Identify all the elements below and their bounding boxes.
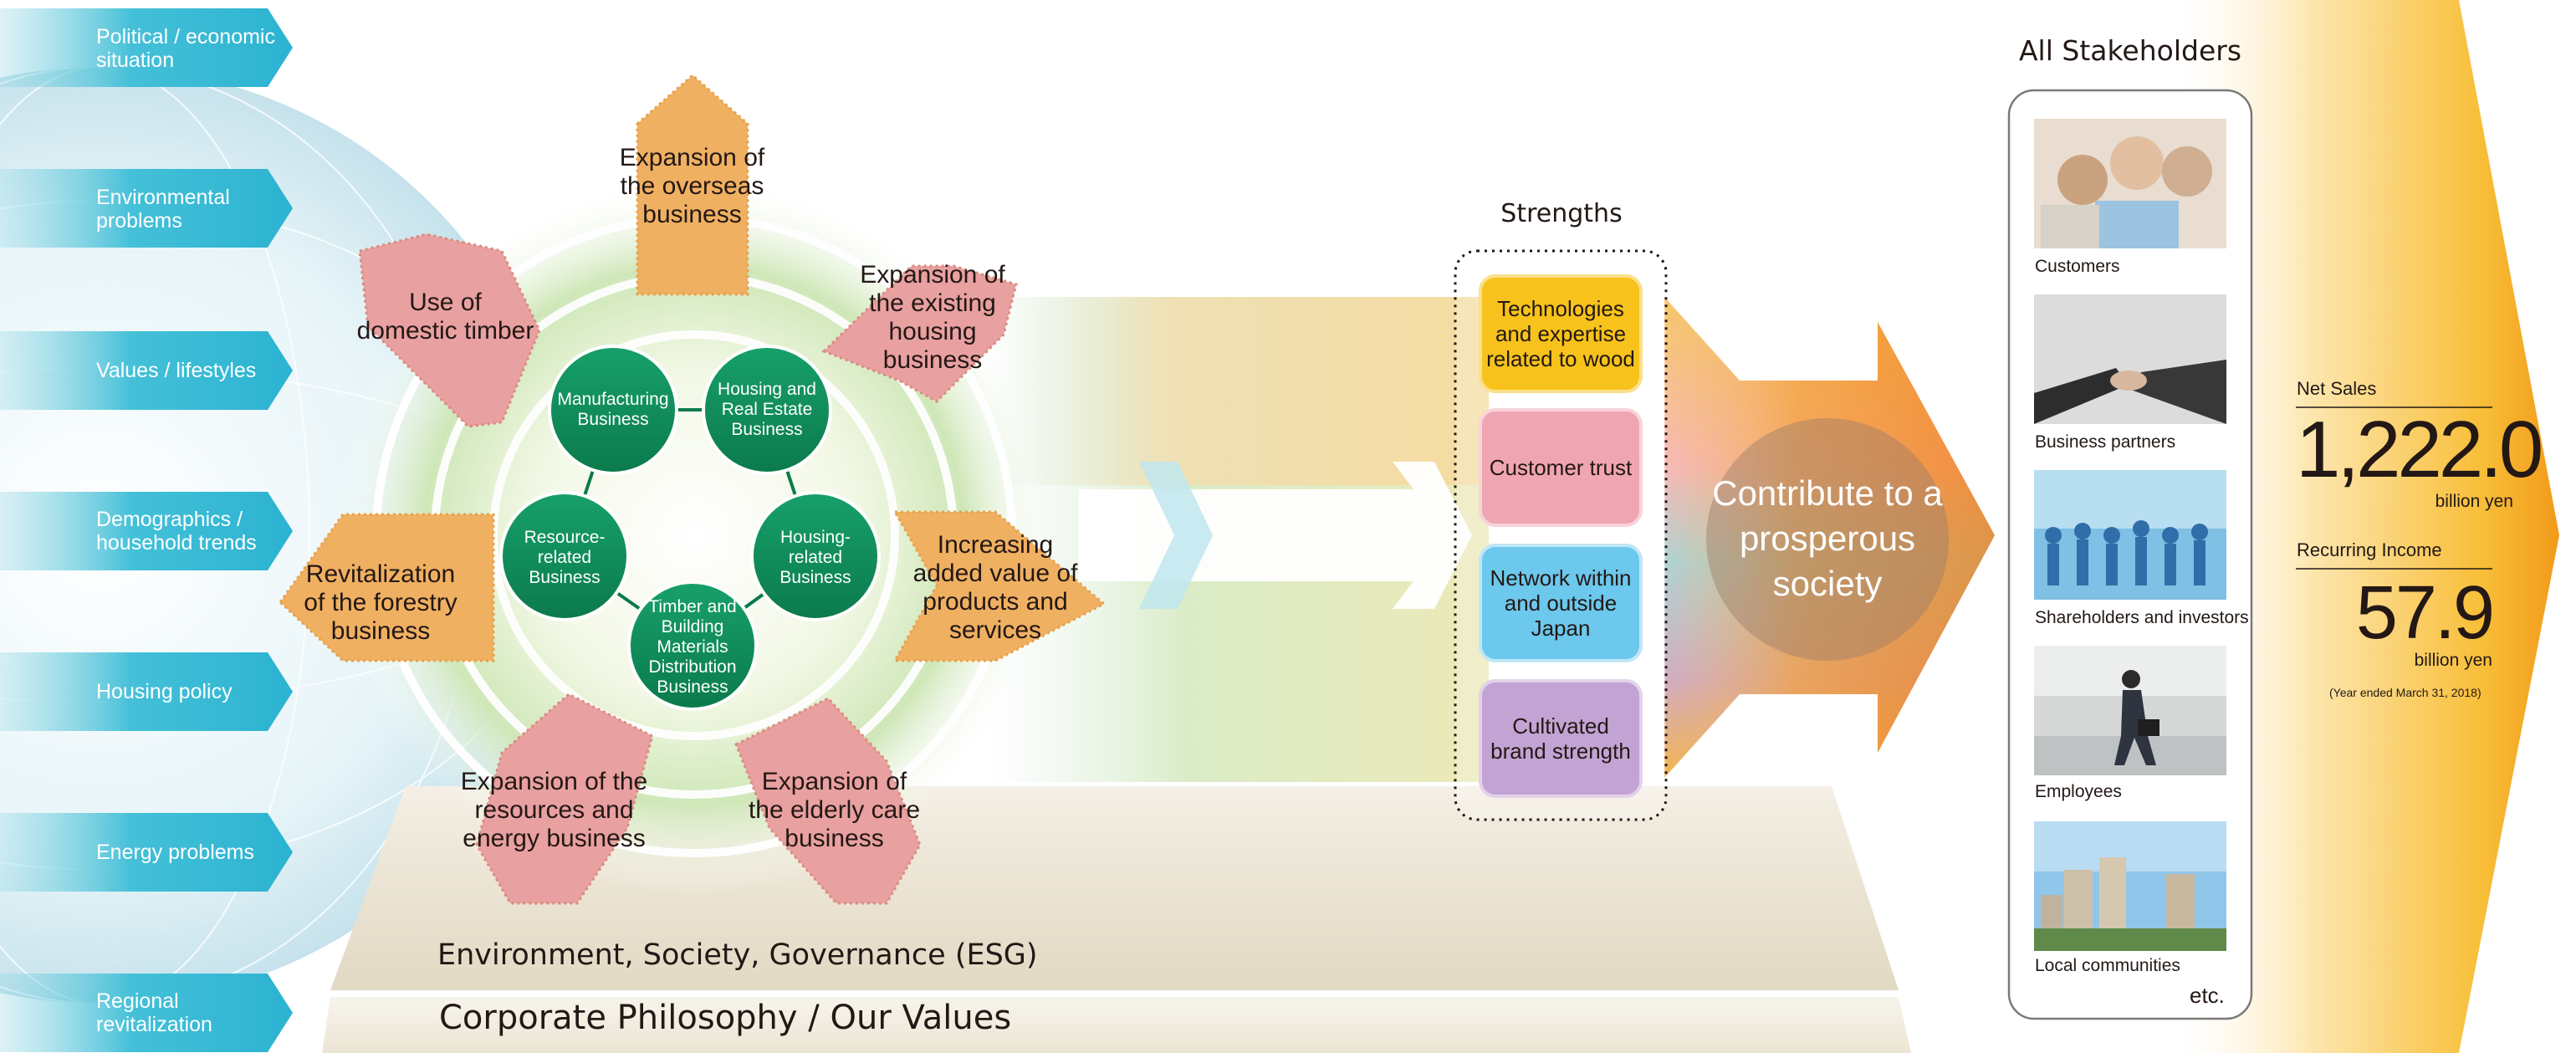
net-sales-unit: billion yen <box>2435 492 2513 511</box>
growth-existing-housing-label: Expansion of the existing housing busine… <box>860 261 1005 374</box>
stakeholder-photos <box>2034 119 2226 951</box>
stakeholder-shareholders-label: Shareholders and investors <box>2035 608 2249 627</box>
philosophy-label: Corporate Philosophy / Our Values <box>439 999 1012 1037</box>
arrow-added-value <box>892 510 1107 662</box>
strength-customer-trust-label: Customer trust <box>1489 455 1633 480</box>
business-housing-real-estate-label: Housing and Real Estate Business <box>718 380 816 439</box>
factor-environmental-label: Environmental problems <box>96 186 230 233</box>
business-manufacturing-label: Manufacturing Business <box>557 390 669 429</box>
arrow-elderly-care <box>734 697 922 905</box>
banner-environmental <box>0 169 293 248</box>
circle-timber <box>627 580 758 711</box>
photo-employees <box>2034 646 2226 775</box>
business-circles <box>499 345 881 711</box>
arrow-resources-energy <box>475 693 654 905</box>
flow-band-top <box>987 297 1489 485</box>
strength-box-technologies <box>1479 274 1643 393</box>
business-housing-related-label: Housing-related Business <box>779 528 851 587</box>
stakeholder-customers-label: Customers <box>2035 257 2120 276</box>
strength-boxes <box>1479 274 1643 798</box>
circle-housing-real-estate <box>702 345 832 475</box>
business-resource-related-label: Resource-related Business <box>524 528 606 587</box>
photo-customers <box>2034 119 2226 248</box>
photo-business-partners <box>2034 294 2226 424</box>
esg-label: Environment, Society, Governance (ESG) <box>437 938 1038 972</box>
factor-values-label: Values / lifestyles <box>96 359 257 382</box>
recurring-income-unit: billion yen <box>2414 651 2492 670</box>
growth-arrows <box>279 74 1107 905</box>
growth-overseas-label: Expansion of the overseas business <box>619 144 765 228</box>
growth-domestic-timber-label: Use of domestic timber <box>356 289 534 345</box>
results-band <box>2175 0 2559 1053</box>
net-sales-value: 1,222.0 <box>2296 405 2543 494</box>
recurring-income-label: Recurring Income <box>2297 539 2442 560</box>
photo-shareholders <box>2034 470 2226 600</box>
factor-regional-label: Regional revitalization <box>96 989 212 1036</box>
stakeholders-etc: etc. <box>2190 983 2225 1008</box>
growth-added-value-label: Increasing added value of products and s… <box>912 531 1078 644</box>
banner-demographics <box>0 492 293 570</box>
fiscal-year-note: (Year ended March 31, 2018) <box>2329 686 2481 699</box>
strength-network-label: Network within and outside Japan <box>1490 565 1632 641</box>
strength-technologies-label: Technologies and expertise related to wo… <box>1486 296 1635 371</box>
arrow-forestry <box>279 513 495 662</box>
stakeholder-business-partners-label: Business partners <box>2035 432 2176 452</box>
strengths-title: Strengths <box>1500 199 1623 228</box>
left-banners <box>0 8 293 1052</box>
factor-energy-label: Energy problems <box>96 841 254 864</box>
banner-political <box>0 8 293 87</box>
banner-energy <box>0 813 293 892</box>
contribute-arrow <box>1664 297 1995 778</box>
circle-manufacturing <box>548 345 678 475</box>
factor-demographics-label: Demographics / household trends <box>96 508 257 555</box>
banner-regional <box>0 974 293 1052</box>
net-sales-label: Net Sales <box>2297 378 2377 399</box>
growth-elderly-care-label: Expansion of the elderly care business <box>748 768 921 852</box>
circle-housing-related <box>750 491 881 621</box>
stakeholders-title: All Stakeholders <box>2018 34 2242 67</box>
growth-resources-energy-label: Expansion of the resources and energy bu… <box>460 768 648 852</box>
recurring-income-value: 57.9 <box>2355 571 2495 655</box>
goal-label: Contribute to a prosperous society <box>1712 473 1943 603</box>
strength-brand-label: Cultivated brand strength <box>1490 713 1631 764</box>
factor-political-label: Political / economic situation <box>96 25 275 72</box>
business-timber-label: Timber and Building Materials Distributi… <box>648 597 737 697</box>
flow-chevron-blue <box>1139 462 1213 609</box>
philosophy-band <box>322 997 1911 1053</box>
contribute-circle <box>1706 418 1949 661</box>
arrow-existing-housing <box>821 264 1018 403</box>
growth-forestry-label: Revitalization of the forestry business <box>304 560 457 645</box>
strength-box-customer-trust <box>1479 408 1643 527</box>
arrow-domestic-timber <box>358 233 541 428</box>
strength-box-network <box>1479 544 1643 662</box>
circle-resource-related <box>499 491 630 621</box>
stakeholder-local-communities-label: Local communities <box>2035 956 2180 975</box>
banner-values <box>0 331 293 410</box>
factor-housing-policy-label: Housing policy <box>96 680 233 703</box>
strength-box-brand <box>1479 679 1643 798</box>
arrow-overseas <box>636 74 749 296</box>
photo-local-communities <box>2034 821 2226 951</box>
stakeholder-employees-label: Employees <box>2035 782 2122 801</box>
banner-housing-policy <box>0 652 293 731</box>
